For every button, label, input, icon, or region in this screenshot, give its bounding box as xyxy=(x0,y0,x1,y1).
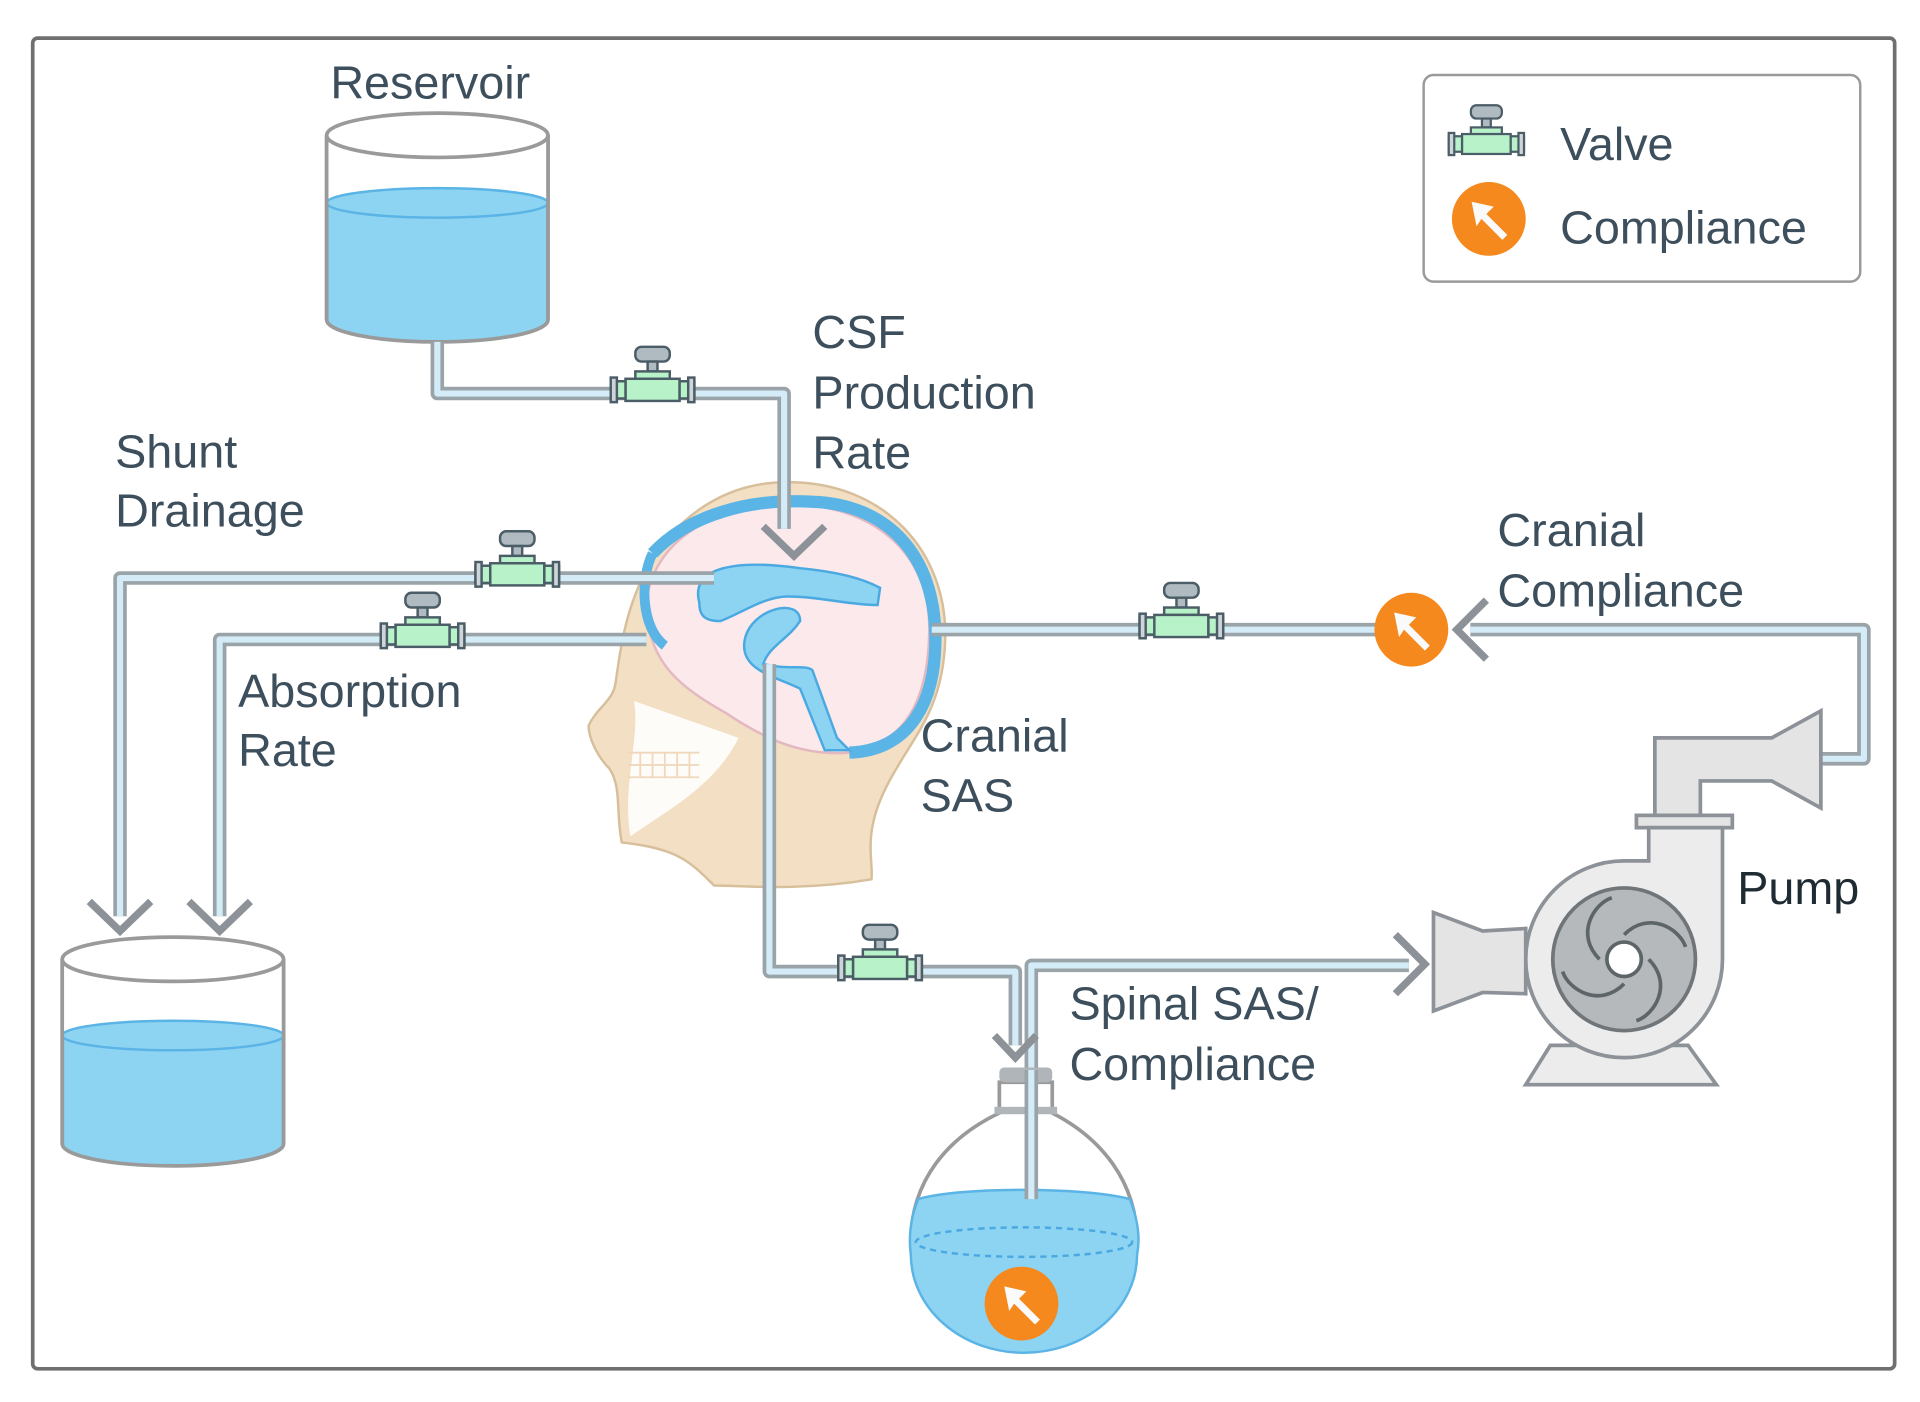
pump xyxy=(1431,707,1823,1087)
absorption-rate-label: Rate xyxy=(238,724,337,776)
compliance-icon xyxy=(1451,182,1526,256)
rate-label: Rate xyxy=(812,427,911,479)
arrow-down-icon xyxy=(186,898,253,937)
shunt-label: Shunt xyxy=(115,425,237,477)
spinal-compliance-label: Compliance xyxy=(1069,1038,1316,1090)
cranial-sas-label-1: Cranial xyxy=(921,709,1069,761)
arrow-down-icon xyxy=(760,523,828,561)
cranial-compliance-icon xyxy=(1374,592,1449,667)
csf-label: CSF xyxy=(812,306,905,358)
absorption-label: Absorption xyxy=(238,665,461,717)
spinal-sas-label: Spinal SAS/ xyxy=(1069,978,1318,1030)
pipes xyxy=(113,341,1871,1200)
cranial-sas-label-2: SAS xyxy=(921,770,1014,822)
drainage-label: Drainage xyxy=(115,484,305,536)
reservoir-tank xyxy=(324,111,550,344)
cranial-compliance-label-1: Cranial xyxy=(1497,504,1645,556)
arrow-right-icon xyxy=(1392,932,1431,997)
legend-valve-label: Valve xyxy=(1560,118,1673,170)
arrow-down-icon xyxy=(86,898,154,937)
spinal-compliance-icon xyxy=(984,1266,1059,1341)
cranial-compliance-label-2: Compliance xyxy=(1497,564,1744,616)
diagram-frame xyxy=(30,36,1897,1371)
reservoir-label: Reservoir xyxy=(330,56,530,108)
flow-arrows xyxy=(86,523,1489,1064)
arrow-left-icon xyxy=(1451,597,1489,662)
production-label: Production xyxy=(812,366,1035,418)
pump-label: Pump xyxy=(1737,862,1859,914)
legend-compliance-label: Compliance xyxy=(1560,202,1807,254)
drainage-tank xyxy=(60,935,286,1168)
labels: Reservoir CSF Production Rate Shunt Drai… xyxy=(115,56,1859,1089)
legend: Valve Compliance xyxy=(1422,73,1862,283)
arrow-down-icon xyxy=(991,1032,1039,1064)
